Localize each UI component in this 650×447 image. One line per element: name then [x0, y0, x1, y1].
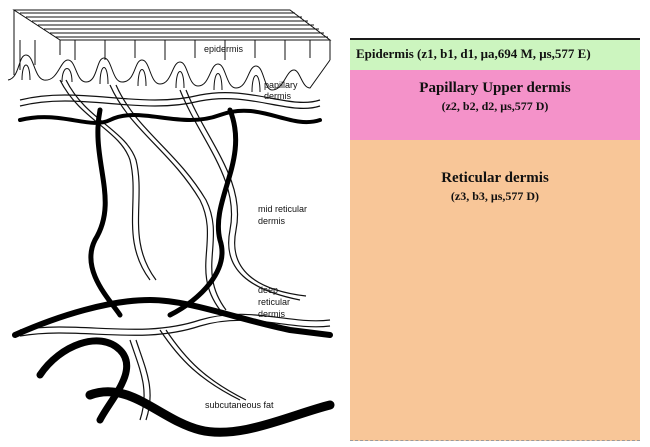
- label-papillary-dermis-line1: papillary: [264, 80, 298, 90]
- skin-layer-model: Epidermis (z1, b1, d1, μa,694 M, μs,577 …: [350, 0, 650, 447]
- label-papillary-dermis-line2: dermis: [264, 91, 292, 101]
- label-mid-reticular-dermis-line1: mid reticular: [258, 204, 307, 214]
- layer-reticular-params: (z3, b3, μs,577 D): [350, 189, 640, 204]
- label-subcutaneous-fat: subcutaneous fat: [205, 400, 274, 410]
- layer-epidermis-label: Epidermis (z1, b1, d1, μa,694 M, μs,577 …: [350, 40, 640, 68]
- thin-vessels: [20, 80, 330, 420]
- layer-reticular-label: Reticular dermis: [350, 140, 640, 187]
- layer-papillary-upper-dermis: Papillary Upper dermis (z2, b2, d2, μs,5…: [350, 70, 640, 140]
- label-epidermis: epidermis: [204, 44, 244, 54]
- label-deep-reticular-dermis-line2: reticular: [258, 297, 290, 307]
- layer-papillary-label: Papillary Upper dermis: [350, 70, 640, 97]
- layer-epidermis: Epidermis (z1, b1, d1, μa,694 M, μs,577 …: [350, 38, 640, 71]
- layer-reticular-dermis: Reticular dermis (z3, b3, μs,577 D): [350, 140, 640, 441]
- skin-vasculature-illustration: epidermis papillary dermis mid reticular…: [0, 0, 345, 447]
- label-deep-reticular-dermis-line1: deep: [258, 285, 278, 295]
- label-mid-reticular-dermis-line2: dermis: [258, 216, 286, 226]
- thick-vessels: [15, 110, 330, 432]
- label-deep-reticular-dermis-line3: dermis: [258, 309, 286, 319]
- layer-papillary-params: (z2, b2, d2, μs,577 D): [350, 99, 640, 114]
